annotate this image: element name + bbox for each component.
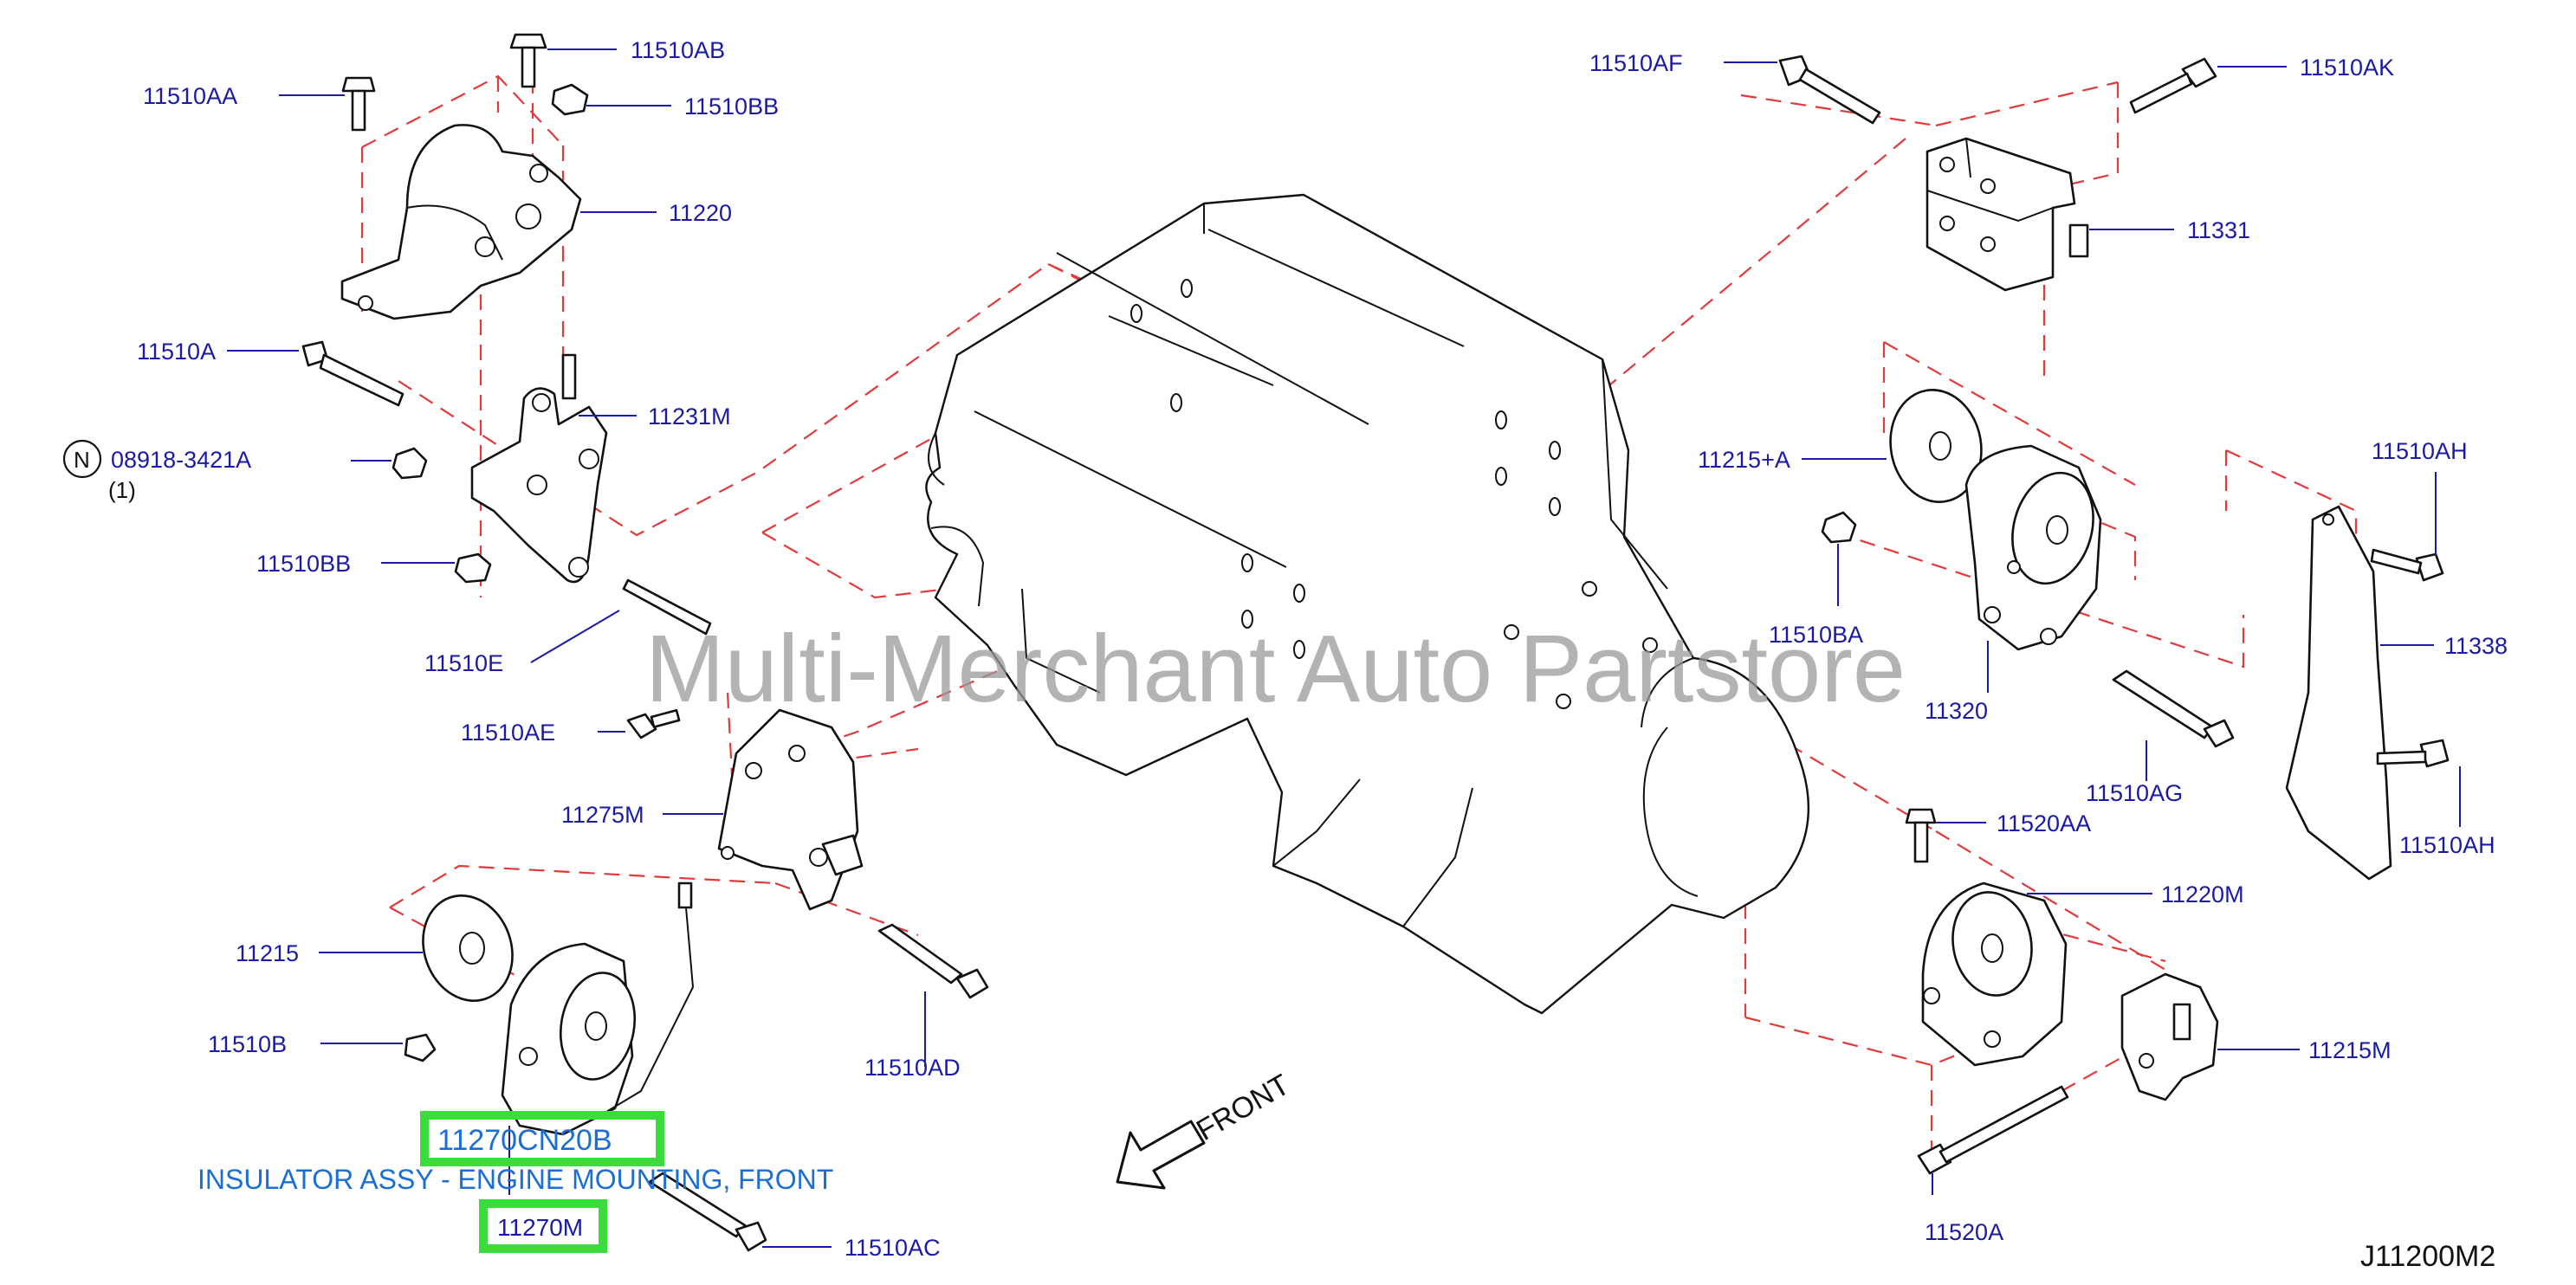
highlight-part-number[interactable]: 11270CN20B [437, 1124, 612, 1157]
part-11338-plate [2285, 505, 2392, 881]
diagram-code: J11200M2 [2360, 1240, 2495, 1273]
part-11275M-bracket [717, 708, 864, 911]
highlight-ref[interactable]: 11270M [497, 1214, 583, 1241]
label-11510BA[interactable]: 11510BA [1769, 622, 1863, 648]
label-11510AF[interactable]: 11510AF [1589, 50, 1683, 76]
ref-highlight-box [479, 1199, 607, 1253]
front-indicator: FRONT [1116, 1068, 1295, 1190]
part-11231M-bracket [470, 353, 608, 584]
label-11215A[interactable]: 11215+A [1698, 447, 1790, 473]
label-11510AK[interactable]: 11510AK [2300, 55, 2394, 81]
part-11215-washer [422, 894, 514, 1003]
right-bolts [1778, 55, 2450, 1175]
label-11338[interactable]: 11338 [2444, 633, 2508, 659]
left-bolts [301, 33, 989, 1252]
label-11510AD[interactable]: 11510AD [864, 1055, 961, 1081]
label-11510BB-low[interactable]: 11510BB [256, 551, 351, 577]
part-11215A-washer [1889, 389, 1983, 503]
highlight-description: INSULATOR ASSY - ENGINE MOUNTING, FRONT [197, 1164, 833, 1195]
label-11510AB[interactable]: 11510AB [631, 37, 725, 63]
front-label: FRONT [1191, 1068, 1295, 1146]
label-11215M[interactable]: 11215M [2308, 1037, 2392, 1063]
note-symbol: N [74, 447, 90, 473]
watermark: Multi-Merchant Auto Partstore [645, 616, 1906, 722]
label-11510E[interactable]: 11510E [424, 650, 503, 676]
part-labels: 11510AA 11510AB 11510BB 11220 11510A 112… [137, 37, 2508, 1261]
part-11331-bracket [1926, 137, 2089, 292]
part-11270M-insulator [501, 881, 695, 1136]
label-11220[interactable]: 11220 [669, 200, 732, 226]
note-part-number[interactable]: 08918-3421A [111, 447, 251, 473]
label-11510AH-low[interactable]: 11510AH [2399, 832, 2495, 858]
part-number-highlight-box [420, 1111, 664, 1166]
label-11520A[interactable]: 11520A [1925, 1219, 2003, 1245]
label-11510A[interactable]: 11510A [137, 339, 216, 365]
label-11510AE[interactable]: 11510AE [461, 720, 555, 746]
note-quantity: (1) [108, 477, 136, 503]
engine-block [925, 193, 1810, 1015]
label-11510BB-top[interactable]: 11510BB [684, 94, 779, 119]
part-11215M-bracket [2120, 972, 2219, 1101]
front-arrow-icon [1116, 1120, 1206, 1190]
label-11510AA[interactable]: 11510AA [143, 83, 237, 109]
label-11510AH-top[interactable]: 11510AH [2372, 438, 2468, 464]
label-11215[interactable]: 11215 [236, 940, 299, 966]
label-11331[interactable]: 11331 [2187, 217, 2250, 243]
label-11510B[interactable]: 11510B [208, 1031, 287, 1057]
part-11220M-insulator [1921, 881, 2068, 1067]
label-11510AG[interactable]: 11510AG [2086, 780, 2183, 806]
part-11220-bracket [340, 124, 582, 320]
label-11275M[interactable]: 11275M [561, 802, 644, 828]
highlighted-part[interactable]: 11270CN20B INSULATOR ASSY - ENGINE MOUNT… [197, 1111, 833, 1253]
leader-lines [227, 48, 2461, 1248]
label-11231M[interactable]: 11231M [648, 404, 731, 429]
label-11220M[interactable]: 11220M [2161, 881, 2244, 907]
label-11520AA[interactable]: 11520AA [1997, 810, 2091, 836]
label-11320[interactable]: 11320 [1925, 698, 1988, 724]
note-part: N 08918-3421A (1) [62, 439, 251, 503]
note-n-circle [62, 439, 102, 479]
label-11510AC[interactable]: 11510AC [845, 1235, 941, 1261]
part-11320-insulator [1964, 444, 2102, 651]
